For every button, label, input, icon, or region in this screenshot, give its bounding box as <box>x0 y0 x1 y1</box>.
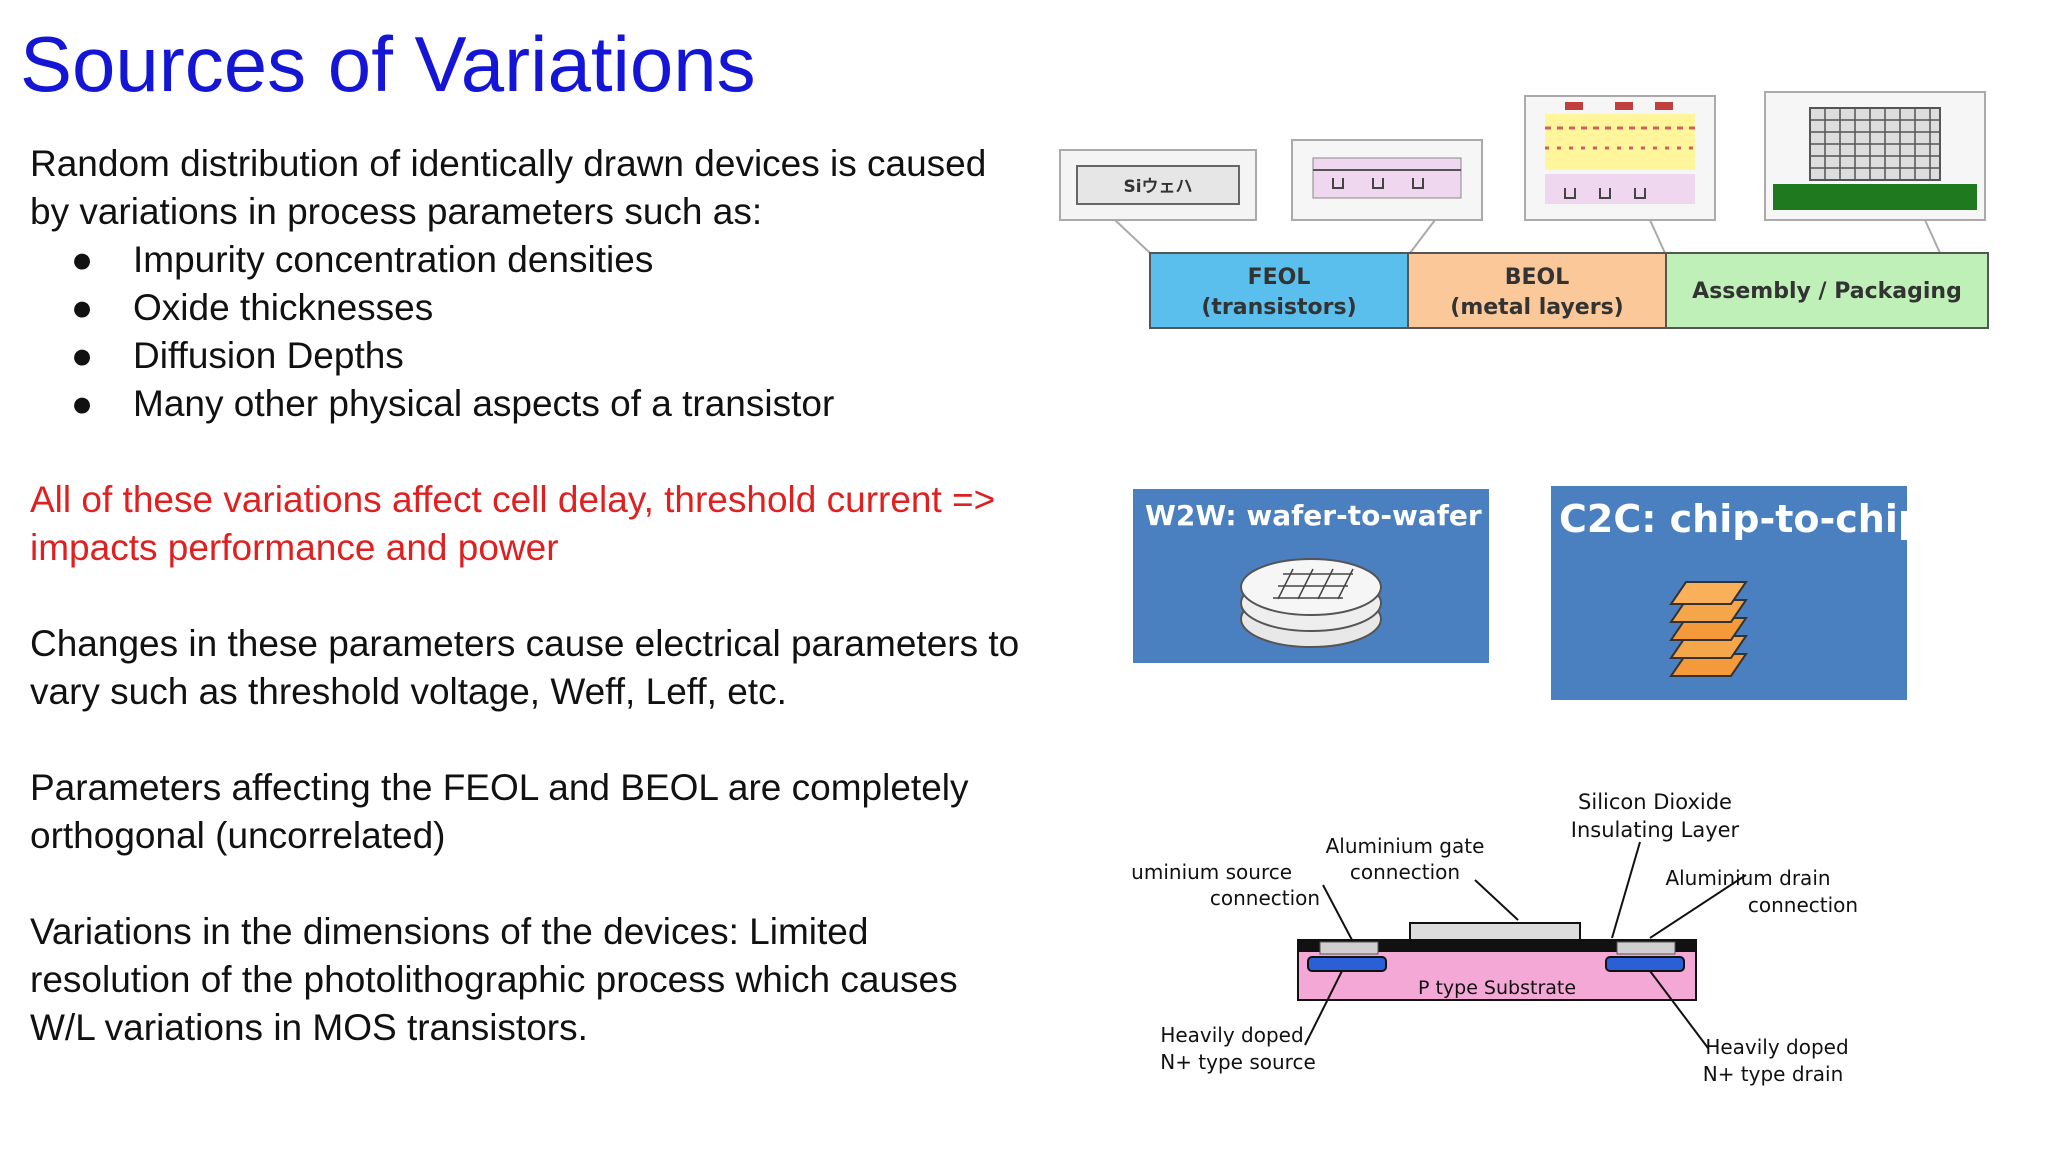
assembly-stage: Assembly / Packaging <box>1665 252 1989 329</box>
orthogonal-text: Parameters affecting the FEOL and BEOL a… <box>30 767 969 856</box>
substrate-label: P type Substrate <box>1418 977 1576 999</box>
bullet-icon: ● <box>70 383 94 424</box>
wafer-stack-icon <box>1240 558 1382 648</box>
bullet-icon: ● <box>70 335 94 376</box>
w2w-label: W2W: wafer-to-wafer <box>1145 499 1482 532</box>
beol-subtitle: (metal layers) <box>1450 295 1623 320</box>
chip-stack-icon <box>1669 581 1748 677</box>
dimension-variation-text: Variations in the dimensions of the devi… <box>30 911 958 1048</box>
beol-callout <box>1524 95 1716 254</box>
n-drain-label-line2: N+ type drain <box>1703 1062 1844 1086</box>
electrical-params-text: Changes in these parameters cause electr… <box>30 623 1020 712</box>
gate-label-line2: connection <box>1350 860 1460 884</box>
c2c-panel: C2C: chip-to-chip <box>1551 486 1907 700</box>
list-item: ●Impurity concentration densities <box>30 236 1030 284</box>
package-callout <box>1764 91 1986 254</box>
beol-title: BEOL <box>1505 265 1570 290</box>
transistor-body: P type Substrate <box>1297 922 1697 1001</box>
slide-title: Sources of Variations <box>20 20 756 108</box>
oxide-label-line2: Insulating Layer <box>1571 818 1740 842</box>
n-source-label-line2: N+ type source <box>1160 1050 1316 1074</box>
n-drain-label-line1: Heavily doped <box>1705 1035 1848 1059</box>
mosfet-cross-section: Silicon Dioxide Insulating Layer Alumini… <box>1130 780 1930 1090</box>
wafer-label: Siウェハ <box>1123 177 1192 197</box>
bullet-icon: ● <box>70 239 94 280</box>
assembly-label: Assembly / Packaging <box>1692 279 1962 304</box>
parameter-list: ●Impurity concentration densities ●Oxide… <box>30 236 1030 428</box>
impact-text: All of these variations affect cell dela… <box>30 479 996 568</box>
feol-stage: FEOL (transistors) <box>1149 252 1409 329</box>
wafer-callout: Siウェハ <box>1059 149 1257 254</box>
feol-subtitle: (transistors) <box>1201 295 1356 320</box>
drain-label-line1: Aluminium drain <box>1665 866 1830 890</box>
w2w-panel: W2W: wafer-to-wafer <box>1133 489 1489 663</box>
slide-body: Random distribution of identically drawn… <box>30 140 1030 1052</box>
list-item: ●Oxide thicknesses <box>30 284 1030 332</box>
c2c-label: C2C: chip-to-chip <box>1559 497 1907 541</box>
oxide-label-line1: Silicon Dioxide <box>1578 790 1732 814</box>
drain-label-line2: connection <box>1748 893 1858 917</box>
feol-title: FEOL <box>1248 265 1311 290</box>
source-label-line1: Aluminium source <box>1130 860 1292 884</box>
beol-stage: BEOL (metal layers) <box>1407 252 1667 329</box>
n-source-label-line1: Heavily doped <box>1160 1023 1303 1047</box>
list-item: ●Many other physical aspects of a transi… <box>30 380 1030 428</box>
pointer-lines <box>1304 841 1747 1049</box>
gate-label-line1: Aluminium gate <box>1326 834 1485 858</box>
process-flow-diagram: Siウェハ <box>1055 88 2035 343</box>
source-label-line2: connection <box>1210 886 1320 910</box>
intro-text: Random distribution of identically drawn… <box>30 143 987 232</box>
bullet-icon: ● <box>70 287 94 328</box>
list-item: ●Diffusion Depths <box>30 332 1030 380</box>
feol-callout <box>1291 139 1483 254</box>
